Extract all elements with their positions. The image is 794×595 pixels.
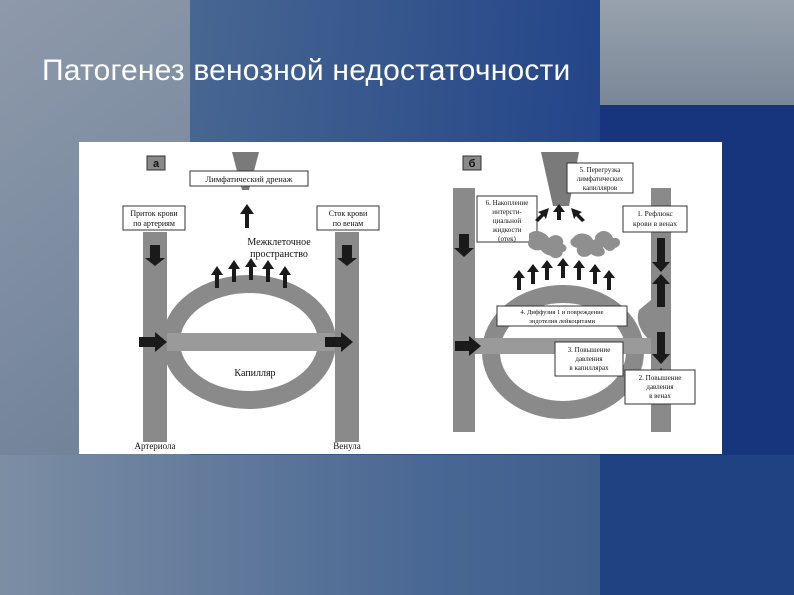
step2-line-2: давления [646,383,674,391]
step2-line-3: в венах [649,392,671,400]
edema-fluid [527,231,621,259]
arteriole-vessel-b [453,188,475,432]
inflow-right-arrow [139,332,167,352]
lymph-up-arrow [240,204,254,228]
venule-label: Венула [333,441,360,451]
panel-a-letter: а [153,158,160,170]
step6-line-5: (отек) [498,235,516,243]
lymph-drain-arrows [535,204,585,222]
step6-line-2: интерсти- [492,208,522,216]
capillary-channel [167,333,335,351]
step3-line-1: 3. Повышение [568,346,611,354]
step3-line-3: в капиллярах [569,364,609,372]
panel-b: б 5. Перегрузка лимфатических капилляров… [453,152,696,432]
step3-line-2: давления [575,355,603,363]
inflow-line-1: Приток крови [130,209,178,218]
step1-line-1: 1. Рефлюкс [637,209,673,218]
step2-line-1: 2. Повышение [639,374,682,382]
lymph-drainage-label: Лимфатический дренаж [206,174,293,184]
interstitial-line-2: пространство [250,249,308,260]
arteriole-b-down-arrow [454,234,474,257]
step5-line-3: капилляров [583,184,618,192]
step6-line-1: 6. Накопление [486,199,529,207]
capillary-label: Капилляр [234,368,275,379]
inflow-b-right-arrow [455,336,481,356]
step1-line-2: крови в венах [633,219,677,228]
pathogenesis-figure: а Лимфатический дренаж Приток крови по а… [79,142,722,454]
filtration-arrows-a [211,258,291,288]
inflow-line-2: по артериям [133,219,175,228]
outflow-line-1: Сток крови [329,209,368,218]
step4-line-1: 4. Диффузия 1 и повреждение [521,309,604,316]
arteriole-label: Артериола [135,441,176,451]
panel-b-letter: б [469,158,476,170]
step6-line-4: жидкости [492,226,522,234]
step5-line-2: лимфатических [577,175,624,183]
outflow-right-arrow [325,332,353,352]
arteriole-down-arrow [145,245,165,266]
diagram-canvas: а Лимфатический дренаж Приток крови по а… [122,152,696,451]
step6-line-3: циальной [493,217,522,225]
step5-line-1: 5. Перегрузка [580,166,622,174]
venule-down-arrow [337,245,357,266]
outflow-line-2: по венам [333,219,363,228]
slide-title: Патогенез венозной недостаточности [42,54,571,87]
filtration-arrows-b [513,258,615,290]
step4-line-2: эндотелия лейкоцитами [529,318,595,325]
panel-a: а Лимфатический дренаж Приток крови по а… [122,152,380,451]
interstitial-line-1: Межклеточное [247,237,311,248]
